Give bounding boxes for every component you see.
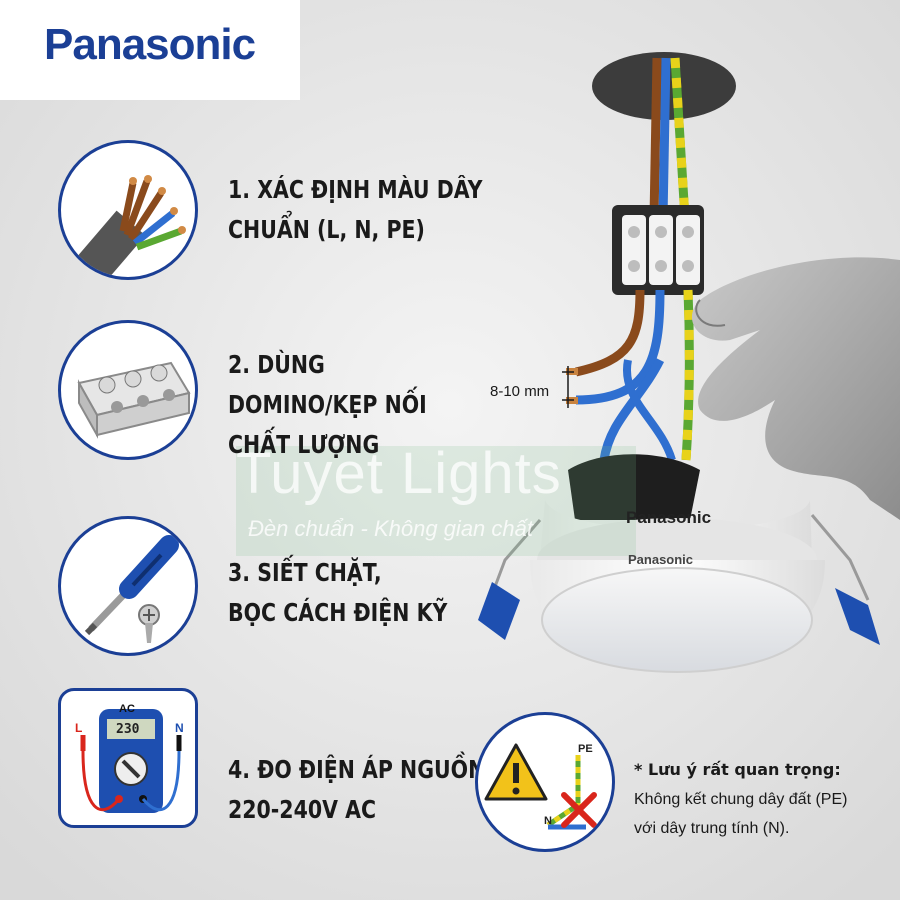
logo-box: Panasonic [0, 0, 300, 100]
downlight-lamp [478, 454, 880, 673]
note-line2: với dây trung tính (N). [634, 820, 790, 837]
note-title: * Lưu ý rất quan trọng: [634, 760, 841, 779]
multimeter-reading: 230 [116, 722, 140, 737]
step-3-line2: BỌC CÁCH ĐIỆN KỸ [228, 598, 448, 627]
multimeter-mode: AC [119, 703, 135, 715]
cable-wires-icon [58, 140, 198, 280]
lead-l-label: L [75, 721, 83, 735]
step-4-line2: 220-240V AC [228, 795, 377, 824]
domino-connector-icon [58, 320, 198, 460]
panasonic-logo: Panasonic [44, 20, 256, 69]
step-2-line3: CHẤT LƯỢNG [228, 430, 380, 459]
watermark-slogan: Đèn chuẩn - Không gian chất [248, 516, 533, 541]
n-label: N [544, 815, 552, 827]
note-line1: Không kết chung dây đất (PE) [634, 791, 848, 808]
step-4-text: 4. ĐO ĐIỆN ÁP NGUỒN: 220-240V AC [228, 750, 493, 830]
step-2-text: 2. DÙNG DOMINO/KẸP NỐI CHẤT LƯỢNG [228, 345, 427, 465]
terminal-block [612, 205, 704, 295]
step-3-text: 3. SIẾT CHẶT, BỌC CÁCH ĐIỆN KỸ [228, 553, 447, 633]
lamp-brand-bottom: Panasonic [628, 552, 694, 567]
screwdriver-icon [58, 516, 198, 656]
step-1-line2: CHUẨN (L, N, PE) [228, 215, 425, 244]
multimeter-icon: AC 230 L N [58, 688, 198, 828]
step-2-line2: DOMINO/KẸP NỐI [228, 390, 427, 419]
lead-n-label: N [175, 721, 184, 735]
step-3-line1: 3. SIẾT CHẶT, [228, 558, 382, 587]
step-1-text: 1. XÁC ĐỊNH MÀU DÂY CHUẨN (L, N, PE) [228, 170, 482, 250]
step-1-line1: 1. XÁC ĐỊNH MÀU DÂY [228, 175, 483, 204]
strip-length-label: 8-10 mm [490, 383, 550, 400]
watermark-brand: Tuyet Lights [236, 441, 562, 506]
lamp-brand-top: Panasonic [626, 508, 712, 527]
watermark-band [236, 446, 636, 556]
step-2-line1: 2. DÙNG [228, 350, 325, 379]
step-4-line1: 4. ĐO ĐIỆN ÁP NGUỒN: [228, 755, 494, 784]
warning-note-icon: PE N [475, 712, 615, 852]
glove [691, 257, 900, 520]
pe-label: PE [578, 743, 593, 755]
